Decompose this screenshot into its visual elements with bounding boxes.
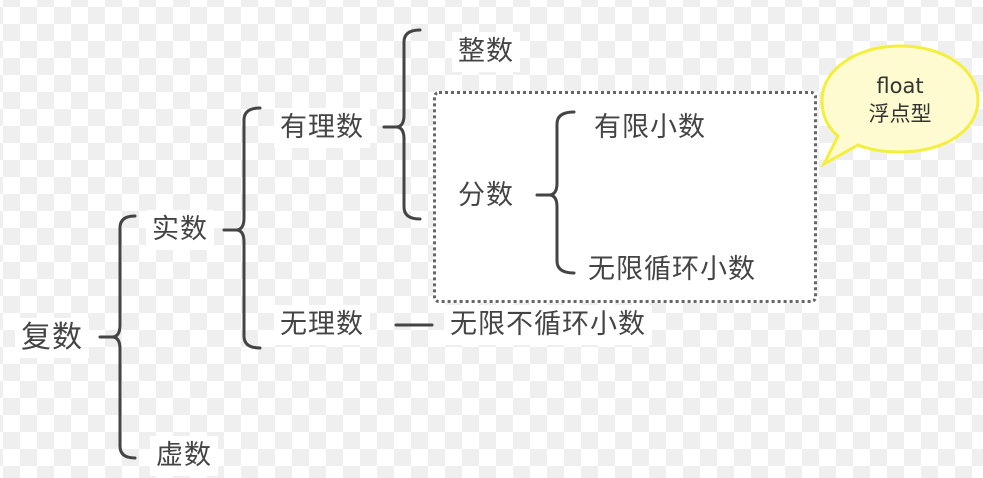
finite-decimal-label: 有限小数 bbox=[594, 112, 706, 143]
non-repeating-decimal-label: 无限不循环小数 bbox=[444, 305, 652, 345]
callout-text: float 浮点型 bbox=[840, 72, 960, 128]
fraction-brace-icon bbox=[535, 110, 576, 275]
callout-line1: float bbox=[876, 74, 924, 98]
root-label: 复数 bbox=[15, 318, 89, 358]
rational-brace-icon bbox=[382, 28, 422, 221]
imaginary-label: 虚数 bbox=[150, 436, 218, 476]
irrational-label: 无理数 bbox=[274, 305, 370, 345]
real-label: 实数 bbox=[146, 210, 214, 250]
root-brace-icon bbox=[98, 214, 137, 460]
fraction-group-box bbox=[433, 91, 817, 303]
callout-line2: 浮点型 bbox=[868, 102, 932, 126]
real-brace-icon bbox=[222, 106, 262, 350]
callout-bubble bbox=[820, 44, 980, 168]
integer-label: 整数 bbox=[452, 32, 520, 72]
fraction-label: 分数 bbox=[458, 180, 514, 211]
repeating-decimal-label: 无限循环小数 bbox=[588, 254, 756, 285]
rational-label: 有理数 bbox=[274, 108, 370, 148]
